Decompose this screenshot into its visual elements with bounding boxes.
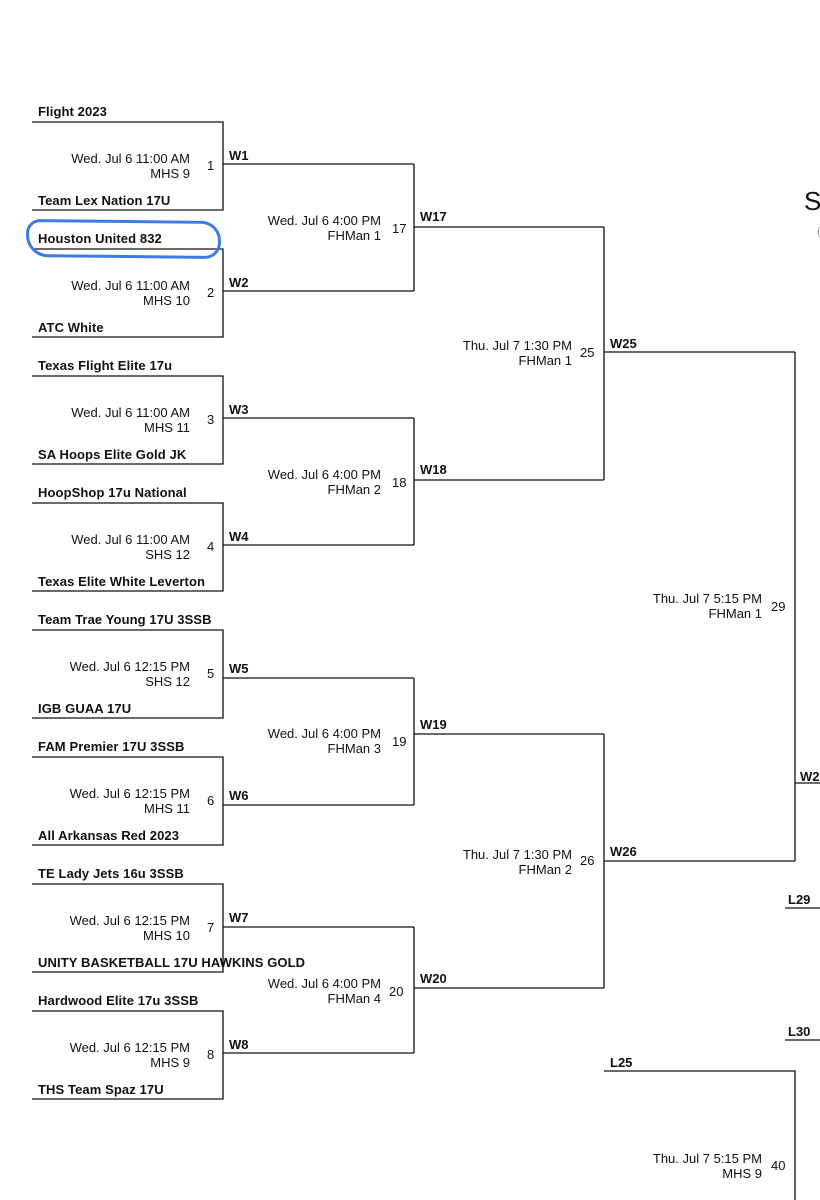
team-name-highlighted: Houston United 832 xyxy=(38,231,162,246)
game-number: 2 xyxy=(207,285,215,300)
bracket-line-r1-8 xyxy=(32,1010,414,1100)
bracket-line-r2-2 xyxy=(413,418,604,545)
team-name: Texas Elite White Leverton xyxy=(38,574,206,589)
team-name: TE Lady Jets 16u 3SSB xyxy=(38,866,184,881)
bracket-line-r1-7 xyxy=(32,883,414,973)
team-name: Team Lex Nation 17U xyxy=(38,193,171,208)
team-name: Hardwood Elite 17u 3SSB xyxy=(38,993,199,1008)
team-name: THS Team Spaz 17U xyxy=(38,1082,164,1097)
team-name: Flight 2023 xyxy=(38,104,108,119)
winner-label: W3 xyxy=(229,402,249,417)
bracket-line-r1-2 xyxy=(32,248,414,338)
loser-label: L30 xyxy=(788,1024,811,1039)
game-number: 3 xyxy=(207,412,215,427)
game-number: 17 xyxy=(392,221,407,236)
winner-label: W2 xyxy=(229,275,249,290)
page-edge-text: ( xyxy=(817,224,820,238)
game-number: 1 xyxy=(207,158,215,173)
winner-label: W7 xyxy=(229,910,249,925)
team-name: HoopShop 17u National xyxy=(38,485,187,500)
bracket-line-r3-2 xyxy=(603,734,795,988)
loser-label: L25 xyxy=(610,1055,633,1070)
team-name: ATC White xyxy=(38,320,104,335)
winner-label: W5 xyxy=(229,661,249,676)
game-number: 25 xyxy=(580,345,595,360)
team-name: Team Trae Young 17U 3SSB xyxy=(38,612,212,627)
bracket-line-l25 xyxy=(604,1070,796,1200)
game-number: 19 xyxy=(392,734,407,749)
winner-label: W2 xyxy=(800,769,820,784)
bracket-line-r1-4 xyxy=(32,502,414,592)
winner-label: W4 xyxy=(229,529,249,544)
team-name: UNITY BASKETBALL 17U HAWKINS GOLD xyxy=(38,955,306,970)
winner-label: W6 xyxy=(229,788,249,803)
bracket-line-r3-1 xyxy=(603,227,795,480)
team-name: Texas Flight Elite 17u xyxy=(38,358,173,373)
winner-label: W25 xyxy=(610,336,637,351)
winner-label: W19 xyxy=(420,717,447,732)
game-number: 6 xyxy=(207,793,215,808)
game-number: 18 xyxy=(392,475,407,490)
game-number: 8 xyxy=(207,1047,215,1062)
winner-label: W17 xyxy=(420,209,447,224)
winner-label: W20 xyxy=(420,971,447,986)
bracket-line-r1-6 xyxy=(32,756,414,846)
game-number: 4 xyxy=(207,539,215,554)
game-number: 7 xyxy=(207,920,215,935)
bracket-line-r1-1 xyxy=(32,121,414,211)
bracket-line-r2-1 xyxy=(413,164,604,291)
loser-label: L29 xyxy=(788,892,811,907)
bracket-line-r1-5 xyxy=(32,629,414,719)
bracket-line-r2-4 xyxy=(413,927,604,1053)
team-name: All Arkansas Red 2023 xyxy=(38,828,180,843)
game-number: 26 xyxy=(580,853,595,868)
game-number: 40 xyxy=(771,1158,786,1173)
winner-label: W26 xyxy=(610,844,637,859)
page-edge-text: S xyxy=(804,186,820,216)
winner-label: W1 xyxy=(229,148,249,163)
bracket-line-r4 xyxy=(794,352,820,861)
game-number: 20 xyxy=(389,984,404,999)
bracket-line-r1-3 xyxy=(32,375,414,465)
winner-label: W18 xyxy=(420,462,447,477)
game-number: 29 xyxy=(771,599,786,614)
game-number: 5 xyxy=(207,666,215,681)
bracket-line-r2-3 xyxy=(413,678,604,805)
team-name: SA Hoops Elite Gold JK xyxy=(38,447,187,462)
team-name: IGB GUAA 17U xyxy=(38,701,132,716)
winner-label: W8 xyxy=(229,1037,249,1052)
team-name: FAM Premier 17U 3SSB xyxy=(38,739,185,754)
